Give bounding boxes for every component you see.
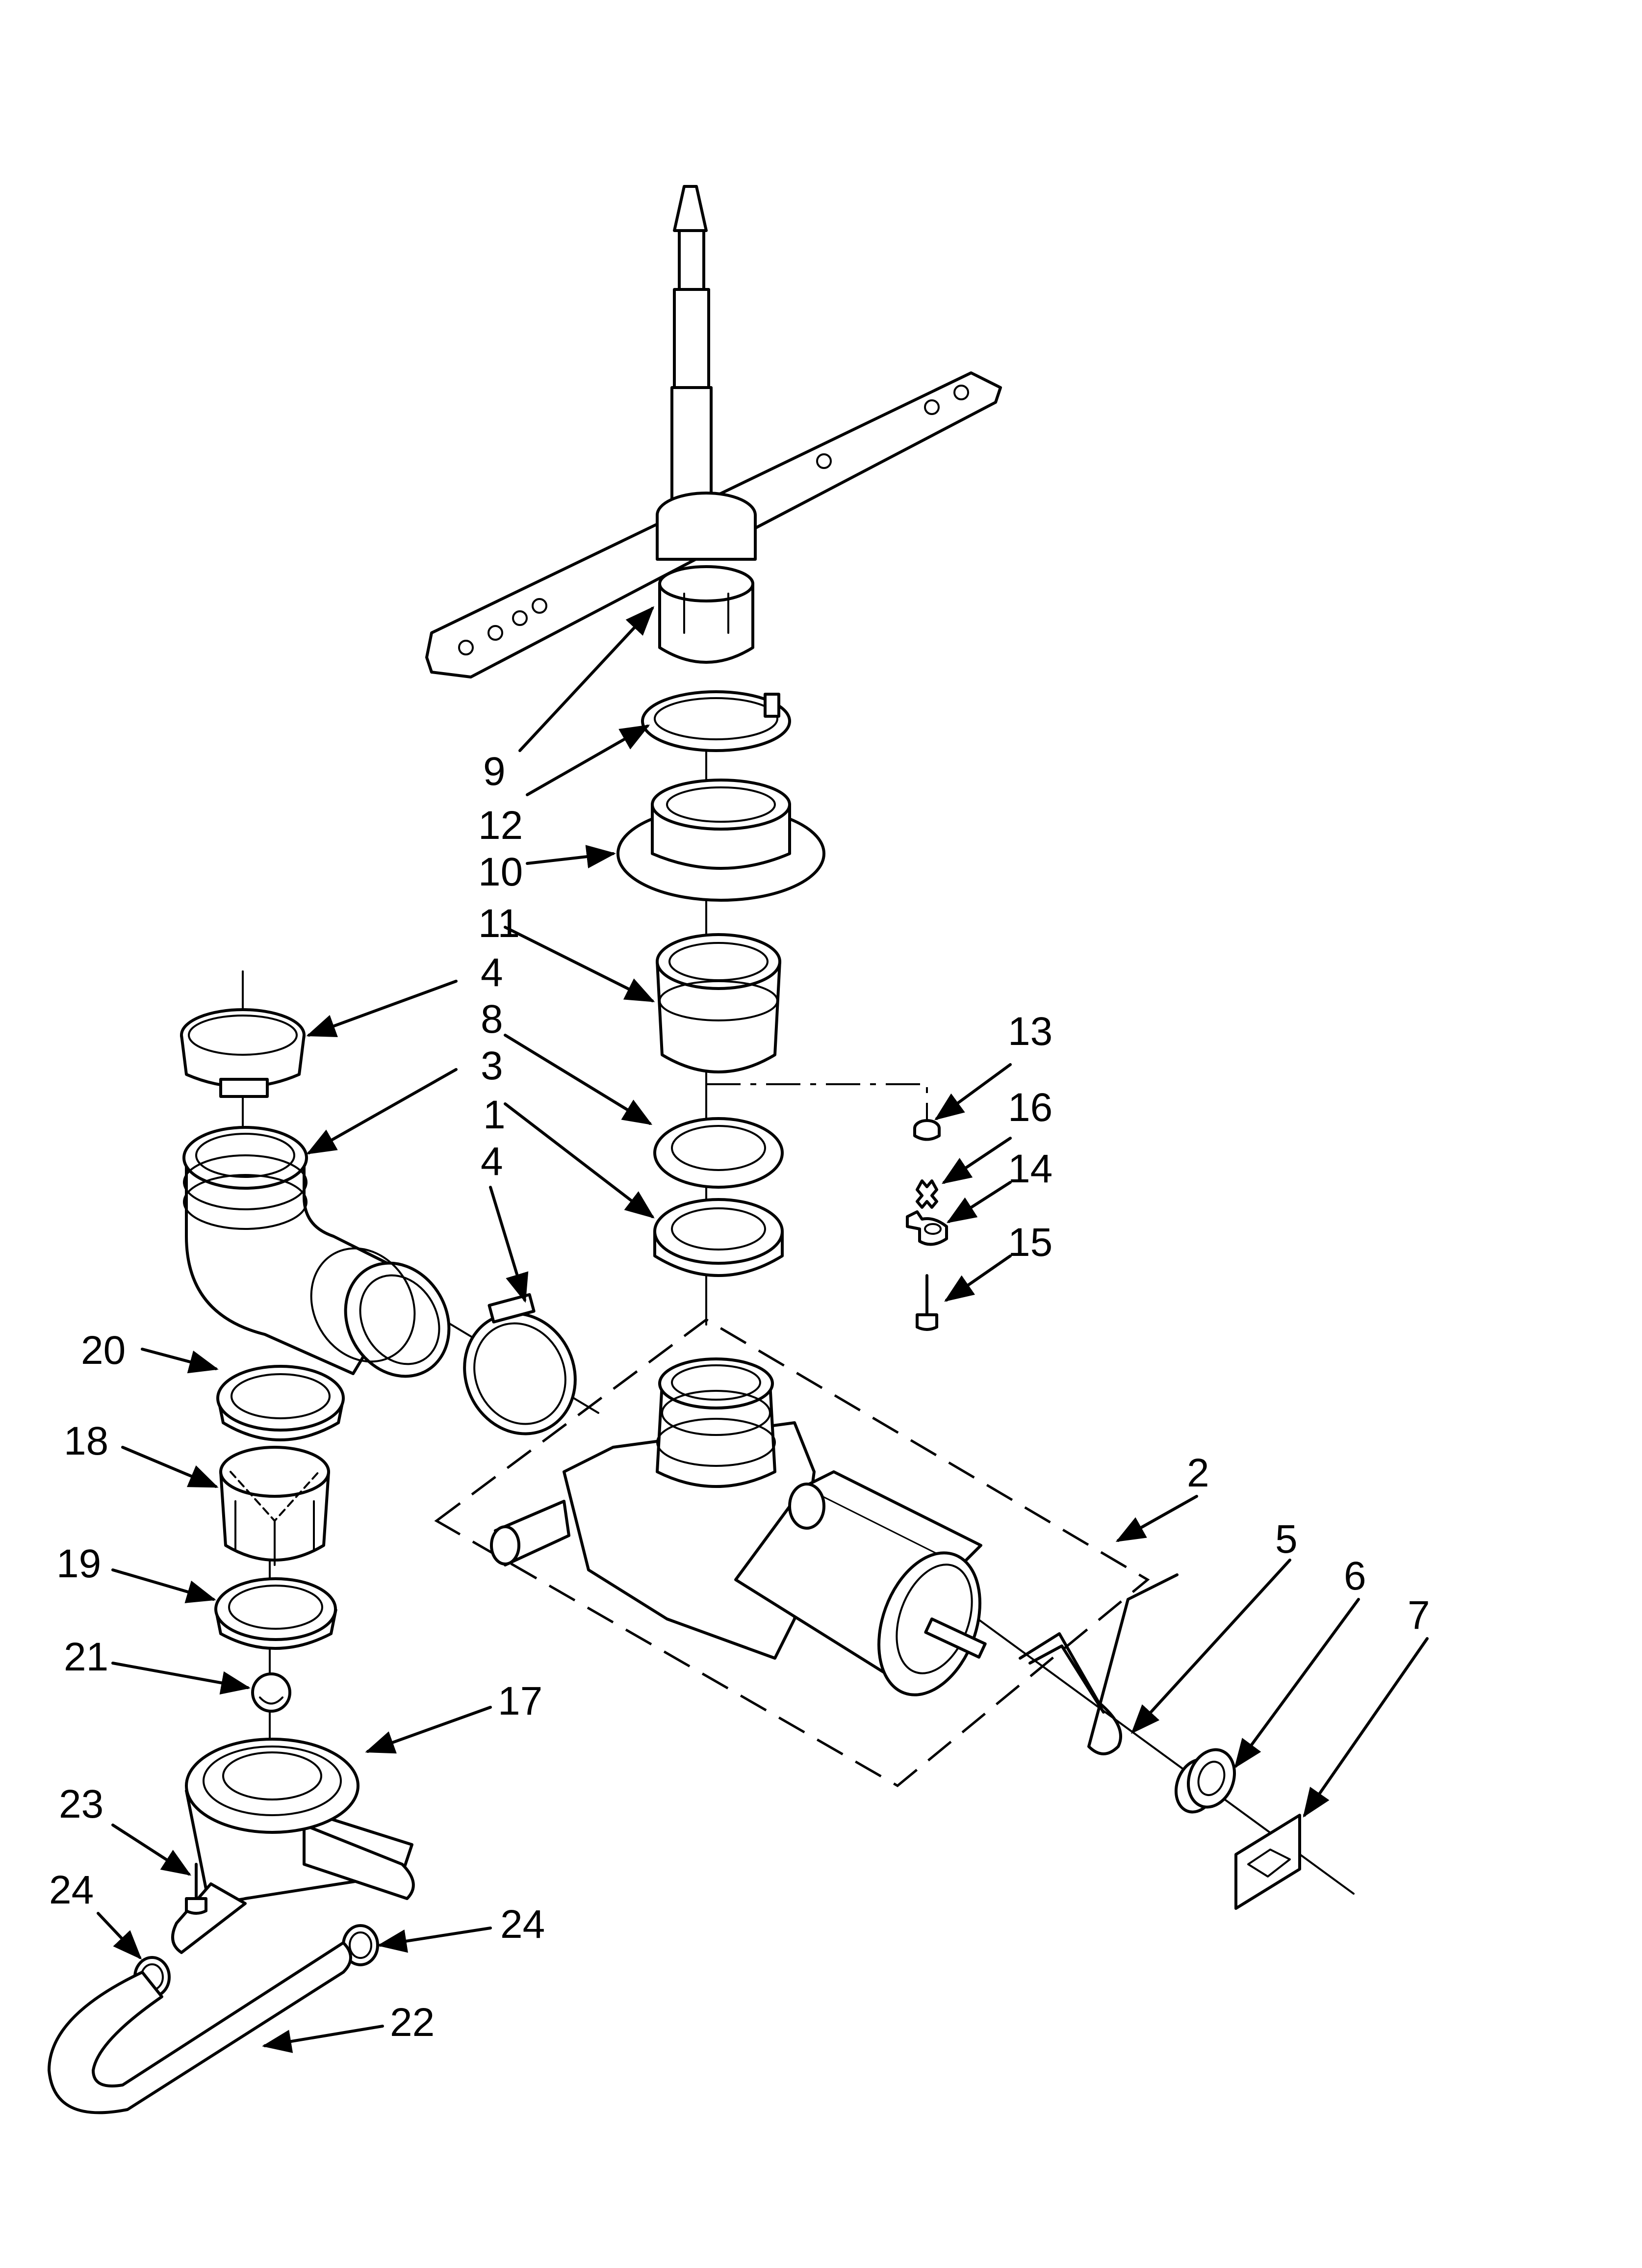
callout-24-right: 24 [500, 1902, 545, 1947]
callout-22: 22 [390, 2000, 435, 2045]
callout-17: 17 [498, 1679, 542, 1723]
callout-4-lower: 4 [481, 1139, 503, 1184]
callout-14: 14 [1008, 1147, 1052, 1191]
tower-guide [616, 779, 825, 902]
callout-23: 23 [59, 1782, 103, 1826]
cover-plate [1234, 1814, 1301, 1910]
pump-motor-assembly [434, 1318, 1150, 1788]
callout-10: 10 [478, 850, 523, 894]
callout-24-left: 24 [49, 1868, 94, 1912]
hose-clamp-lower [463, 1293, 577, 1435]
wire-bracket [1019, 1573, 1179, 1755]
callout-9: 9 [483, 749, 506, 794]
elbow-hose [182, 1126, 451, 1378]
bearing-sleeve [656, 933, 781, 1073]
callout-21: 21 [64, 1635, 108, 1679]
callout-4-upper: 4 [481, 950, 503, 995]
callout-labels: 9 12 10 11 4 8 3 1 4 13 16 14 15 20 18 2… [49, 749, 1430, 2045]
gasket [653, 1198, 784, 1277]
callout-12: 12 [478, 803, 523, 848]
callout-5: 5 [1275, 1517, 1298, 1562]
callout-15: 15 [1008, 1220, 1052, 1265]
callout-6: 6 [1344, 1554, 1366, 1598]
callout-2: 2 [1187, 1451, 1209, 1495]
callout-11: 11 [478, 901, 520, 946]
seal-ring [653, 1117, 784, 1189]
leader-lines [97, 606, 1429, 2053]
check-ball [251, 1672, 291, 1713]
filter-ring-upper [216, 1365, 345, 1441]
drain-hose [48, 1941, 352, 2114]
callout-7: 7 [1408, 1593, 1430, 1638]
callout-1: 1 [483, 1093, 506, 1137]
snap-ring [641, 690, 791, 752]
callout-16: 16 [1008, 1085, 1052, 1130]
sump-housing [171, 1738, 415, 1954]
callout-19: 19 [56, 1541, 101, 1586]
callout-20: 20 [81, 1328, 126, 1373]
screw [185, 1863, 207, 1915]
filter-cone [219, 1446, 330, 1566]
grommet [1174, 1748, 1236, 1814]
filter-ring-lower [214, 1577, 337, 1650]
hose-clamp-upper [180, 1008, 306, 1098]
callout-18: 18 [64, 1419, 108, 1463]
spray-arm-assembly [425, 185, 1002, 678]
callout-13: 13 [1008, 1009, 1052, 1054]
callout-3: 3 [481, 1043, 503, 1088]
small-hardware [906, 1119, 948, 1331]
callout-8: 8 [481, 997, 503, 1042]
